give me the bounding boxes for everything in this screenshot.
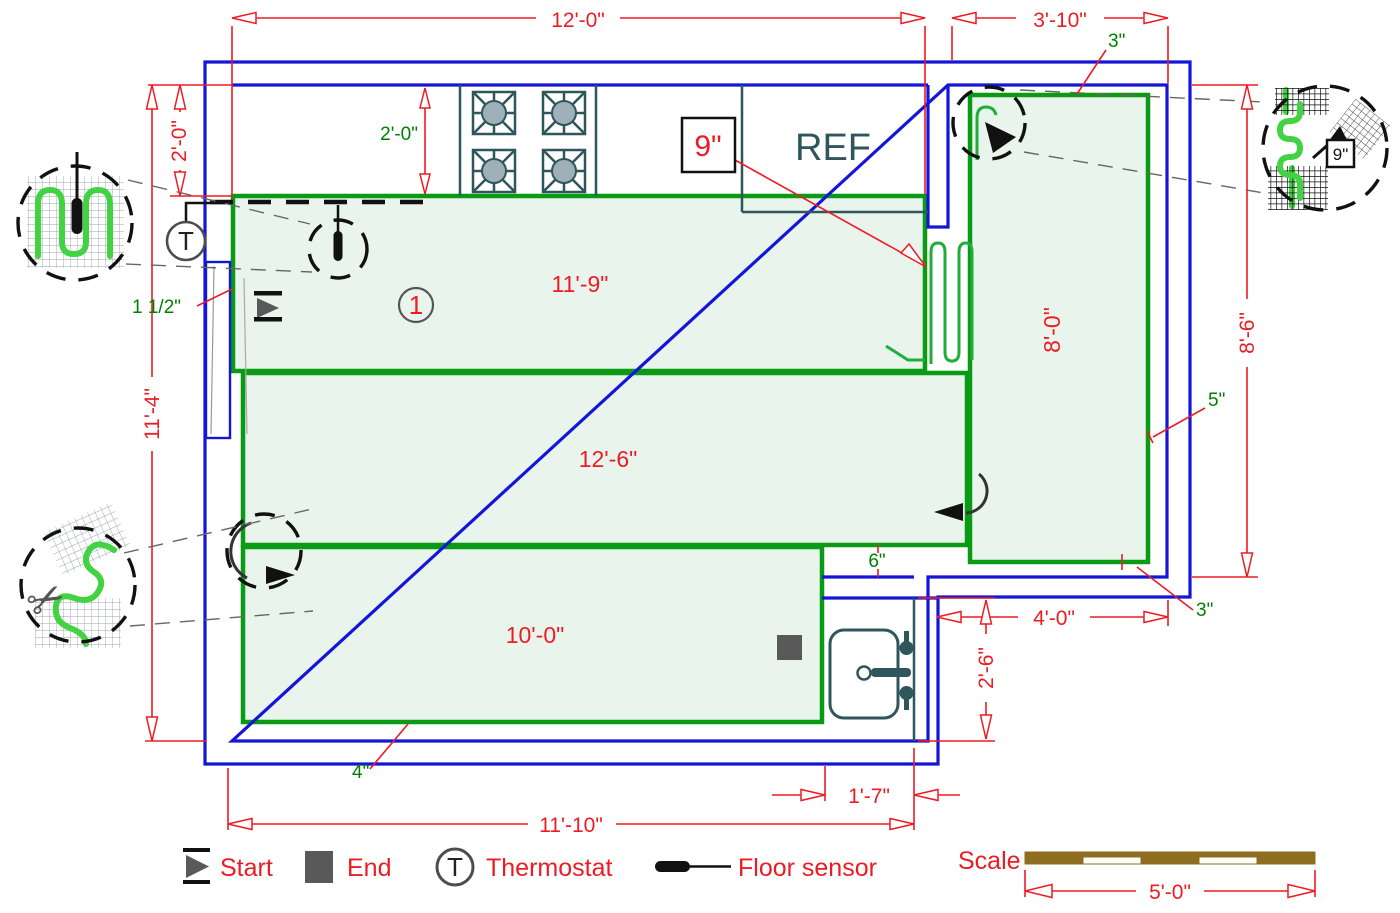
detail-bubble-spacing: 9"	[1261, 84, 1391, 212]
mesh-patch	[43, 502, 131, 576]
label-edge-left: 1 1/2"	[132, 297, 181, 318]
burner-icon	[471, 90, 517, 136]
dim-zone1-length: 11'-9"	[552, 271, 609, 297]
zone2-mat	[240, 370, 970, 548]
bubble-outline	[19, 526, 137, 644]
right-zone-mat	[967, 92, 1151, 565]
detail-spacing-label: 9"	[1333, 145, 1349, 164]
heated-zones	[230, 92, 1151, 725]
refrigerator-label: REF	[795, 127, 871, 169]
heating-cables	[885, 105, 998, 364]
detail-bubble-cut-mat: ✂	[19, 502, 137, 648]
counter-lines	[458, 85, 928, 214]
label-zone-gap: 6"	[868, 551, 885, 572]
edge-offset-labels: 3" 1 1/2" 5" 6" 3" 4"	[132, 31, 1225, 783]
sink-counter-wall	[822, 575, 938, 600]
cable-spacing-callout: 9"	[680, 116, 927, 268]
thermostat-icon-letter: T	[447, 852, 463, 882]
dimensions: 12'-0" 3'-10" 2'-0" 11'-4" 8'-6" 2'-0"	[141, 5, 1259, 837]
dim-cable-spacing: 9"	[694, 130, 721, 163]
end-icon	[305, 851, 333, 883]
dim-zone3-length: 10'-0"	[506, 622, 565, 648]
dim-wall-left-upper: 2'-0"	[168, 120, 191, 162]
walls	[203, 60, 1192, 766]
callout-cable-entry	[951, 85, 1027, 161]
detail-bubble-sensor	[16, 152, 134, 282]
bubble-outline	[1261, 84, 1389, 212]
bubble-leader-lines	[123, 89, 1265, 627]
zone3-mat	[240, 544, 825, 725]
thermostat-symbol: T	[165, 201, 232, 262]
cable-serpentine	[929, 241, 974, 364]
callout-cable-cross	[225, 512, 303, 590]
zone-number: 1	[409, 290, 423, 320]
burner-icon	[541, 148, 587, 194]
window	[204, 260, 232, 440]
scale-bar: Scale 5'-0"	[958, 847, 1316, 904]
floor-sensor-zone1	[307, 205, 369, 280]
legend-start-label: Start	[220, 854, 273, 882]
callout-cable-return	[934, 472, 989, 521]
zone1-mat	[230, 193, 928, 374]
burner-icon	[541, 90, 587, 136]
cable-hook	[885, 344, 925, 362]
kitchen-fixtures: REF	[458, 85, 928, 741]
thermostat-letter: T	[178, 226, 194, 256]
floor-sensor-icon	[655, 861, 731, 872]
legend-end-label: End	[347, 854, 391, 882]
scale-label: Scale	[958, 847, 1021, 875]
label-edge-corner: 3"	[1196, 600, 1213, 621]
window-pane-line	[210, 265, 215, 435]
dim-counter-depth: 2'-0"	[380, 124, 418, 145]
legend: Start End T Thermostat Floor sensor	[183, 847, 877, 887]
label-edge-right: 5"	[1208, 390, 1225, 411]
heating-cable-detail	[35, 186, 113, 259]
spacing-label-box	[680, 116, 737, 174]
sink-icon	[828, 598, 916, 741]
dim-top-width: 12'-0"	[551, 9, 605, 32]
dim-notch-width: 4'-0"	[1033, 607, 1075, 630]
direction-arrow-icon	[934, 503, 963, 521]
thermostat-icon: T	[435, 847, 475, 887]
dim-scale-length: 5'-0"	[1149, 881, 1191, 904]
legend-thermostat-label: Thermostat	[486, 854, 612, 882]
start-icon	[183, 848, 210, 884]
label-edge-top: 3"	[1108, 31, 1125, 52]
mesh-patch	[35, 598, 121, 648]
mesh-patch-tilted	[1329, 98, 1391, 160]
label-edge-bottom: 4"	[352, 762, 369, 783]
stove-icon	[471, 90, 587, 194]
bubble-outline	[16, 164, 134, 282]
heating-cable-detail	[1276, 101, 1304, 201]
heating-cable-detail	[52, 541, 117, 647]
divider-wall-stub	[926, 85, 950, 229]
dim-bottom-width: 11'-10"	[539, 814, 603, 837]
right-zone-cable-entry	[975, 105, 998, 160]
dim-wall-left-total: 11'-4"	[141, 388, 164, 440]
dim-right-top-width: 3'-10"	[1033, 9, 1087, 32]
burner-icon	[471, 148, 517, 194]
end-marker-zone3	[777, 635, 802, 660]
dim-right-zone-length: 8'-0"	[1039, 307, 1065, 353]
direction-arrow-icon	[985, 122, 1016, 153]
direction-arrow-icon	[266, 566, 295, 584]
dim-wall-right-total: 8'-6"	[1236, 312, 1259, 354]
legend-floor-sensor-label: Floor sensor	[738, 854, 877, 882]
start-marker-zone1	[254, 291, 282, 322]
inner-wall	[227, 83, 1169, 743]
door-swing-line	[243, 277, 248, 435]
spacing-label-box	[1325, 138, 1356, 169]
dim-zone2-length: 12'-6"	[579, 446, 638, 472]
zone-number-tag: 1	[397, 286, 435, 324]
dim-notch-height: 2'-6"	[975, 647, 998, 689]
dim-sink-counter-width: 1'-7"	[848, 785, 890, 808]
sensor-tip	[71, 198, 83, 234]
